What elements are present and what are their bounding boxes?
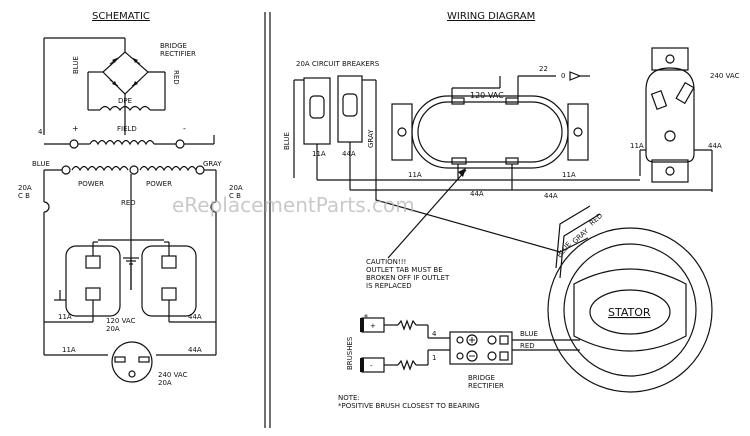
schematic-terminal-4: 4 [38,128,43,136]
wiring-panel: 20A CIRCUIT BREAKERS BLUE GRAY 11A 44A [283,47,740,410]
wire-0-label: 0 [561,72,565,80]
stator-label: STATOR [608,306,651,319]
circuit-breakers-label: 20A CIRCUIT BREAKERS [296,60,380,68]
schematic-power-right-label: POWER [146,180,172,188]
brushes-label: BRUSHES [346,336,354,370]
watermark: eReplacementParts.com [172,193,415,217]
panel-divider [264,12,271,428]
circuit-breaker-11a [303,77,331,145]
outlet-120vac-label: 120 VAC [470,91,504,100]
schematic-bridge-rectifier [102,51,149,95]
circuit-breaker-44a [337,75,363,143]
brush-leads [384,319,450,371]
schematic-field-label: FIELD [117,125,137,133]
outlet-240v [645,47,695,183]
schematic-11a-label-2: 11A [62,346,76,354]
rect-red-label: RED [520,342,535,350]
schematic-dpe-label: DPE [118,97,132,105]
brush-minus-label: - [370,362,373,370]
schematic-gray-wire-label: GRAY [203,160,222,168]
schematic-44a-label-2: 44A [188,346,202,354]
schematic-title: SCHEMATIC [92,11,150,22]
bus-11a-mid-label: 11A [408,171,422,179]
wire-blue-label: BLUE [283,132,291,150]
outlet-240vac-label: 240 VAC [710,72,740,80]
schematic-44a-label-1: 44A [188,313,202,321]
schematic-red-label: RED [172,70,180,85]
schematic-field-plus: + [72,124,79,133]
schematic-field-minus: - [183,124,186,133]
wiring-bridge-rectifier [449,331,513,365]
schematic-240v-outlet [111,341,153,383]
cb-44a-label: 44A [342,150,356,158]
schematic-blue-wire-label: BLUE [32,160,50,168]
r-44a-label: 44A [708,142,722,150]
terminal-1-label: 1 [432,354,436,362]
duplex-outlet-120v [391,95,589,169]
schematic-red-center-label: RED [121,199,136,207]
schematic-11a-label-1: 11A [58,313,72,321]
lead-red-label: RED [588,212,604,228]
wiring-diagram-title: WIRING DIAGRAM [447,11,535,22]
schematic-blue-label: BLUE [72,56,80,74]
cb-11a-label: 11A [312,150,326,158]
bus-44a-mid-label: 44A [470,190,484,198]
schematic-power-left-label: POWER [78,180,104,188]
brush-note: NOTE:*POSITIVE BRUSH CLOSEST TO BEARING [338,394,480,410]
dpe-winding [88,105,165,112]
bus-11a-right-label: 11A [562,171,576,179]
terminal-4-label: 4 [432,330,437,338]
schematic-ground-symbols [54,257,139,301]
bus-44a-right-label: 44A [544,192,558,200]
stator [547,227,713,393]
field-winding [44,135,215,149]
brush-plus-label: + [370,322,376,330]
wire-22-label: 22 [539,65,548,73]
rect-blue-label: BLUE [520,330,538,338]
wire-gray-label: GRAY [367,129,375,148]
r-11a-label: 11A [630,142,644,150]
power-windings [44,165,216,175]
